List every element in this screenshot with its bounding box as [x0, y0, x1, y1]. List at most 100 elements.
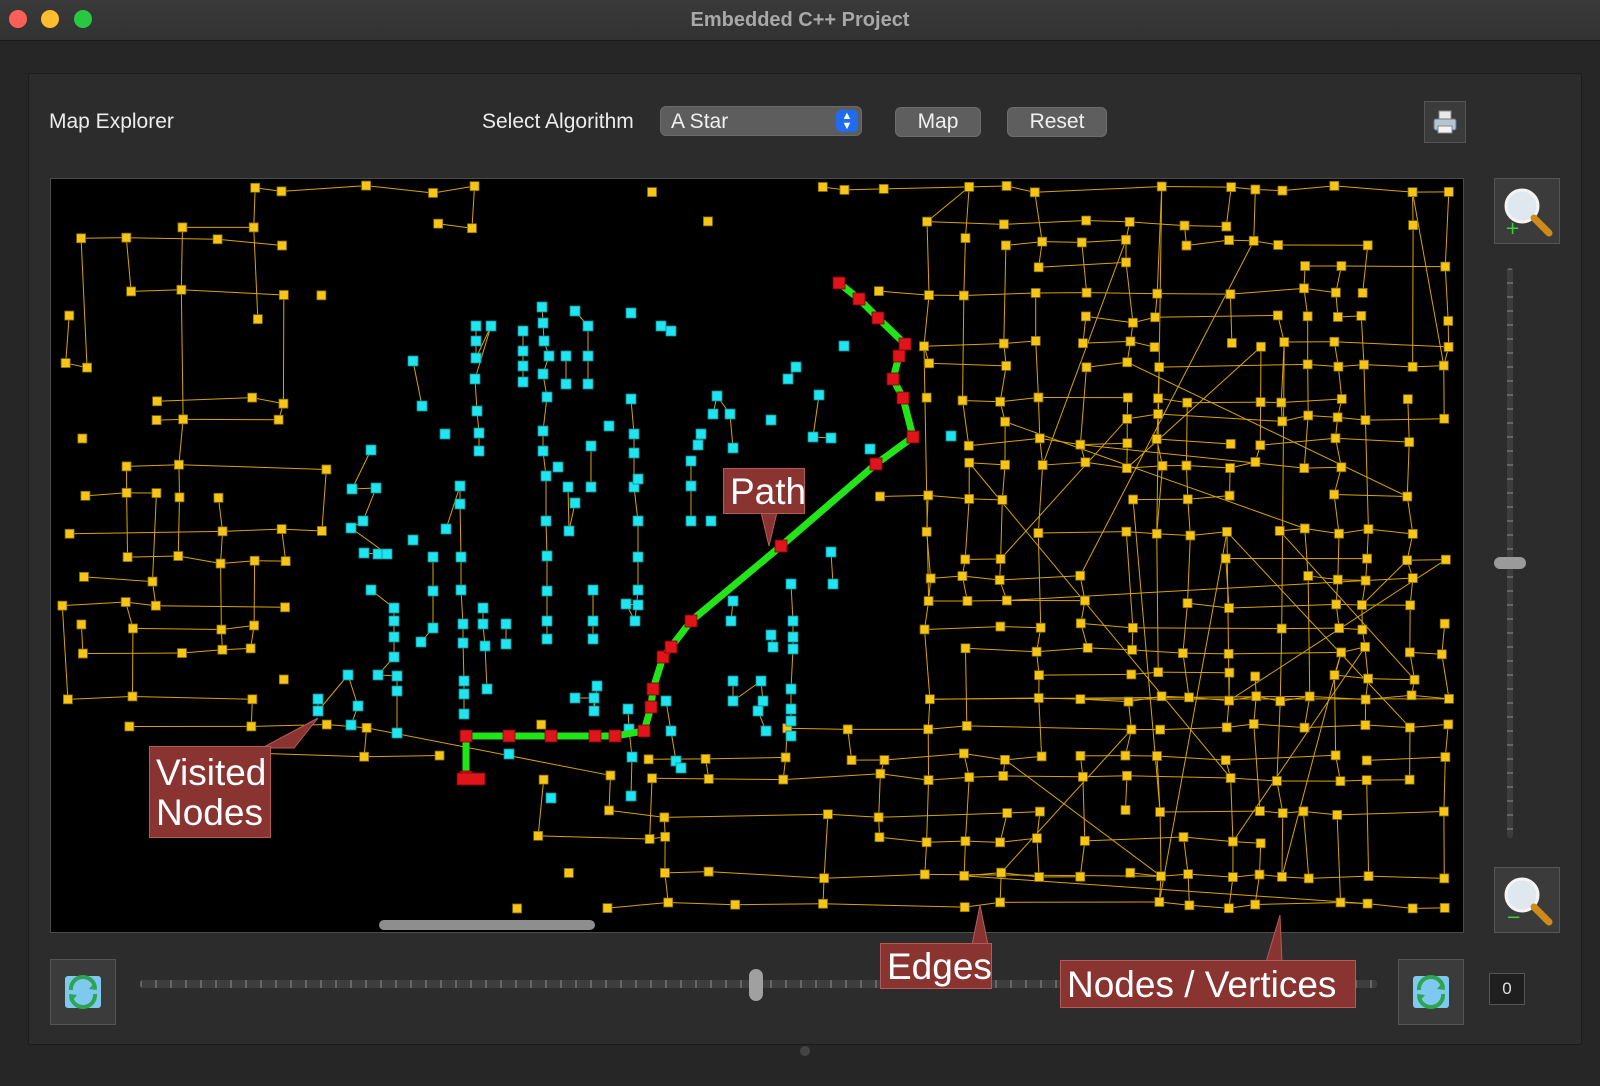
edge: [1281, 398, 1342, 404]
node-vertex: [1356, 310, 1367, 321]
visited-node: [500, 638, 512, 650]
node-vertex: [1182, 598, 1193, 609]
reset-button[interactable]: Reset: [1007, 107, 1107, 137]
edge: [1037, 532, 1042, 628]
edge: [1082, 340, 1131, 344]
edge: [1156, 186, 1163, 294]
node-vertex: [964, 772, 975, 783]
visited-node: [632, 473, 644, 485]
node-vertex: [1123, 696, 1134, 707]
rotate-left-button[interactable]: [50, 959, 116, 1025]
node-vertex: [278, 290, 289, 300]
edge: [542, 396, 548, 432]
edge: [1007, 811, 1040, 814]
node-vertex: [1153, 393, 1163, 404]
visited-node: [541, 391, 553, 403]
edge: [928, 725, 967, 730]
edge: [1186, 465, 1231, 469]
edge: [969, 498, 1003, 501]
edge: [1303, 810, 1338, 816]
visited-node: [787, 643, 799, 655]
algorithm-select[interactable]: A Star ▲▼: [660, 106, 862, 136]
visited-node: [625, 790, 637, 802]
node-vertex: [536, 719, 547, 730]
node-vertex: [996, 867, 1007, 878]
edge: [1225, 754, 1336, 761]
visited-nodes-callout: Visited Nodes: [149, 746, 271, 838]
title-bar: Embedded C++ Project: [0, 0, 1600, 41]
node-vertex: [1076, 237, 1087, 248]
node-vertex: [960, 233, 971, 243]
node-vertex: [1443, 719, 1454, 730]
node-vertex: [1075, 570, 1086, 581]
edge: [1444, 191, 1450, 267]
node-vertex: [1256, 341, 1266, 352]
node-vertex: [959, 902, 970, 913]
node-vertex: [1034, 670, 1044, 681]
zoom-slider-track[interactable]: [1507, 268, 1513, 838]
node-vertex: [1299, 463, 1310, 474]
node-vertex: [1329, 670, 1340, 680]
node-vertex: [1436, 649, 1447, 660]
edge: [432, 185, 475, 194]
node-vertex: [120, 597, 131, 607]
edge: [1039, 673, 1132, 676]
edge: [253, 560, 256, 626]
node-vertex: [126, 286, 137, 297]
edge: [1085, 315, 1134, 324]
edge: [545, 520, 548, 557]
start-node: [456, 772, 486, 786]
node-vertex: [1407, 187, 1418, 198]
zoom-slider-thumb[interactable]: [1494, 557, 1526, 569]
edge: [1363, 364, 1366, 421]
visited-node: [620, 598, 632, 610]
edge: [1000, 499, 1003, 560]
visited-node: [458, 675, 470, 687]
node-vertex: [1255, 806, 1265, 816]
visited-node: [755, 675, 767, 687]
node-vertex: [361, 180, 372, 191]
node-vertex: [1362, 240, 1373, 251]
node-vertex: [64, 528, 75, 539]
maximize-window-button[interactable]: [74, 10, 92, 28]
visited-node: [665, 725, 677, 737]
print-button[interactable]: [1424, 101, 1466, 143]
map-canvas[interactable]: [50, 178, 1464, 933]
path-node: [637, 724, 651, 738]
node-vertex: [780, 752, 791, 763]
zoom-in-button[interactable]: +: [1494, 178, 1560, 244]
rotate-right-button[interactable]: [1398, 959, 1464, 1025]
visited-node: [767, 641, 779, 653]
node-vertex: [1149, 342, 1160, 353]
edge: [362, 487, 377, 522]
edge: [1005, 241, 1043, 246]
edge: [1253, 723, 1261, 812]
node-vertex: [1121, 234, 1131, 245]
node-vertex: [127, 691, 138, 702]
edge: [1226, 531, 1411, 728]
edge: [1182, 653, 1190, 698]
node-vertex: [178, 414, 189, 425]
edge: [1085, 461, 1127, 469]
edge: [1366, 780, 1370, 877]
edge: [1042, 239, 1127, 466]
edge: [927, 221, 1004, 225]
edge: [1334, 341, 1449, 348]
edge: [1406, 442, 1410, 497]
graph-view[interactable]: [51, 179, 1464, 933]
edge: [1156, 438, 1231, 445]
resize-handle[interactable]: [800, 1046, 810, 1056]
node-vertex: [1152, 751, 1162, 761]
zoom-out-button[interactable]: −: [1494, 867, 1560, 933]
node-vertex: [1302, 359, 1313, 370]
horizontal-scrollbar[interactable]: [379, 920, 595, 930]
map-button[interactable]: Map: [895, 107, 981, 137]
edge: [178, 464, 181, 498]
close-window-button[interactable]: [9, 10, 27, 28]
edge: [969, 462, 1006, 466]
visited-node: [552, 461, 564, 473]
edge: [963, 752, 1006, 761]
minimize-window-button[interactable]: [41, 10, 59, 28]
time-slider-thumb[interactable]: [749, 969, 763, 1001]
edge: [735, 903, 824, 906]
